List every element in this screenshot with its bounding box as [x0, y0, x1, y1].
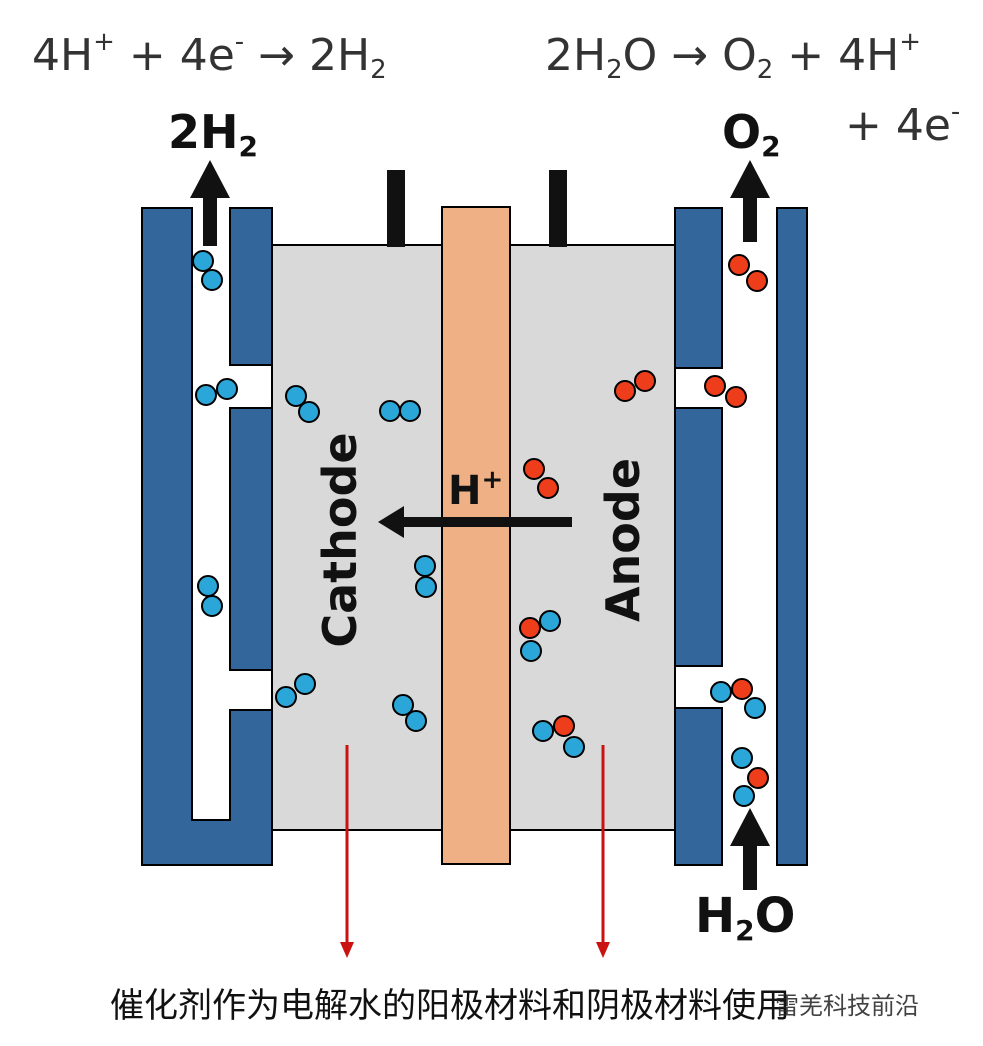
cathode-pointer-arrow — [340, 745, 354, 958]
hydrogen-atom — [405, 710, 427, 732]
hydrogen-atom — [744, 697, 766, 719]
hydrogen-atom — [197, 575, 219, 597]
molecule — [275, 673, 316, 708]
h2-output-label: 2H2 — [168, 105, 258, 163]
molecule — [728, 254, 768, 292]
hydrogen-atom — [733, 785, 755, 807]
hydrogen-atom — [539, 610, 561, 632]
hydrogen-atom — [563, 736, 585, 758]
h2o-in-arrow — [730, 808, 770, 890]
hydrogen-atom — [201, 269, 223, 291]
cathode-electrode — [141, 207, 273, 866]
anode-electrolyte — [509, 244, 676, 831]
molecule — [523, 458, 559, 499]
oxygen-atom — [634, 370, 656, 392]
molecule — [731, 747, 769, 807]
hydrogen-atom — [399, 400, 421, 422]
caption: 催化剂作为电解水的阳极材料和阴极材料使用 — [110, 986, 790, 1026]
anode-equation-line1: 2H2O → O2 + 4H+ — [545, 27, 922, 85]
cathode-equation: 4H+ + 4e- → 2H2 — [32, 27, 387, 85]
oxygen-atom — [553, 715, 575, 737]
molecule — [285, 385, 320, 423]
o2-output-label: O2 — [722, 105, 781, 163]
oxygen-atom — [523, 458, 545, 480]
molecule — [195, 378, 238, 406]
watermark: 雷羌科技前沿 — [775, 992, 919, 1020]
molecule — [519, 610, 561, 662]
anode-electrode-outer — [776, 207, 808, 866]
molecule — [197, 575, 223, 617]
proton-label: H+ — [448, 465, 504, 514]
hydrogen-atom — [298, 401, 320, 423]
oxygen-atom — [747, 767, 769, 789]
hydrogen-atom — [710, 681, 732, 703]
oxygen-atom — [725, 386, 747, 408]
cathode-terminal — [387, 170, 405, 247]
molecule — [392, 694, 427, 732]
oxygen-atom — [519, 617, 541, 639]
hydrogen-atom — [275, 686, 297, 708]
oxygen-atom — [728, 254, 750, 276]
hydrogen-atom — [414, 555, 436, 577]
molecule — [614, 370, 656, 402]
hydrogen-atom — [192, 250, 214, 272]
hydrogen-atom — [415, 576, 437, 598]
oxygen-atom — [704, 375, 726, 397]
molecule — [192, 250, 223, 291]
molecule — [379, 400, 421, 422]
oxygen-atom — [614, 380, 636, 402]
molecule — [704, 375, 747, 408]
anode-electrode-middle — [674, 407, 723, 667]
anode-terminal — [549, 170, 567, 247]
h2-out-arrow — [190, 160, 230, 246]
oxygen-atom — [746, 270, 768, 292]
molecule — [532, 715, 585, 758]
hydrogen-atom — [532, 720, 554, 742]
hydrogen-atom — [731, 747, 753, 769]
hydrogen-atom — [294, 673, 316, 695]
anode-electrode-inner — [674, 207, 723, 369]
hydrogen-atom — [285, 385, 307, 407]
gas-bubbles — [192, 250, 769, 807]
hydrogen-atom — [195, 384, 217, 406]
oxygen-atom — [731, 678, 753, 700]
hydrogen-atom — [216, 378, 238, 400]
hydrogen-atom — [379, 400, 401, 422]
anode-electrode-lower — [674, 707, 723, 866]
membrane — [441, 206, 511, 865]
molecule — [710, 678, 766, 719]
anode-label: Anode — [596, 457, 650, 623]
molecule — [414, 555, 437, 598]
cathode-electrolyte — [271, 244, 443, 831]
hydrogen-atom — [392, 694, 414, 716]
anode-pointer-arrow — [596, 745, 610, 958]
cathode-label: Cathode — [313, 432, 367, 648]
o2-out-arrow — [730, 160, 770, 242]
hydrogen-atom — [520, 640, 542, 662]
hydrogen-atom — [201, 595, 223, 617]
anode-equation-line2: + 4e- — [845, 97, 961, 151]
oxygen-atom — [537, 477, 559, 499]
h2o-input-label: H2O — [695, 888, 796, 947]
proton-arrow — [378, 506, 572, 538]
